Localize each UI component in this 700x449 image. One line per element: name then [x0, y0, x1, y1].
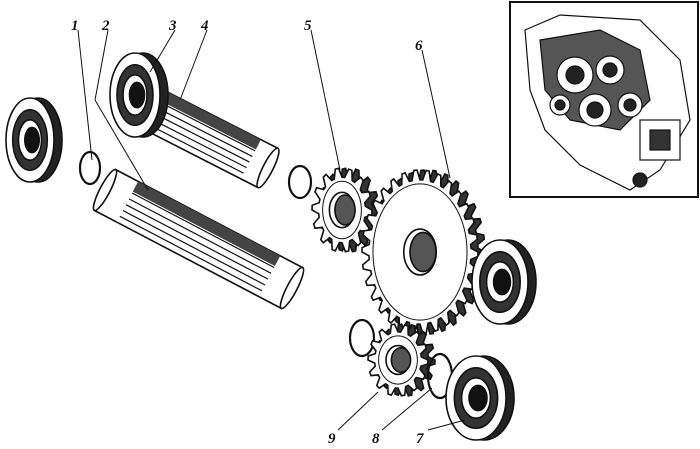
shaft-end-left [92, 168, 118, 212]
bore-shadow [334, 194, 356, 226]
label-1: 1 [71, 18, 79, 34]
label-3: 3 [168, 18, 177, 34]
bore-shadow [409, 231, 437, 273]
inset-gear-hub [602, 62, 618, 78]
bearing-7 [445, 355, 515, 441]
label-6: 6 [415, 38, 423, 54]
snap-ring-1 [78, 150, 102, 186]
snap-ring-5 [287, 164, 313, 200]
part-labels: 1 2 3 4 5 6 7 8 9 [71, 18, 424, 447]
bore-shadow [390, 346, 412, 374]
inset-gear-hub [565, 65, 585, 85]
spline-groove [125, 204, 269, 280]
shaft-end-right [279, 266, 305, 310]
gear-hub-line [372, 183, 468, 321]
bearing-left [5, 97, 63, 183]
spline-groove [122, 209, 266, 286]
bearing-bore [492, 268, 512, 296]
bearing-bore [468, 384, 488, 412]
shaft-body [92, 168, 305, 310]
inset-assembly-view [509, 1, 699, 198]
inset-gear-hub [623, 98, 637, 112]
inset-gear-hub [586, 101, 604, 119]
label-4: 4 [200, 18, 209, 34]
spline-groove [119, 215, 263, 292]
bearing-bore [23, 126, 40, 154]
shaft-shading [132, 181, 281, 267]
snap-ring-9 [348, 318, 376, 358]
label-8: 8 [372, 431, 380, 447]
label-9: 9 [328, 431, 336, 447]
bearing-3 [109, 52, 169, 138]
bearing-right [471, 239, 537, 325]
inset-side-detail [649, 129, 671, 151]
label-2: 2 [101, 18, 110, 34]
gear-hub-line [322, 180, 362, 240]
shaft-2-lower [92, 168, 305, 310]
spline-groove [128, 198, 272, 274]
label-5: 5 [304, 18, 312, 34]
inset-gear-hub [554, 99, 566, 111]
inset-lower-boss [632, 172, 648, 188]
gear-hub-line [378, 335, 418, 385]
label-7: 7 [416, 431, 424, 447]
gear-6 [361, 169, 486, 335]
shaft-shading [147, 84, 261, 150]
bearing-bore [128, 81, 146, 109]
shaft-cylinder [93, 168, 304, 310]
spline-groove [131, 192, 275, 269]
gear-9 [367, 323, 436, 397]
leader-lines [77, 29, 466, 431]
shaft-end-right [256, 147, 280, 189]
